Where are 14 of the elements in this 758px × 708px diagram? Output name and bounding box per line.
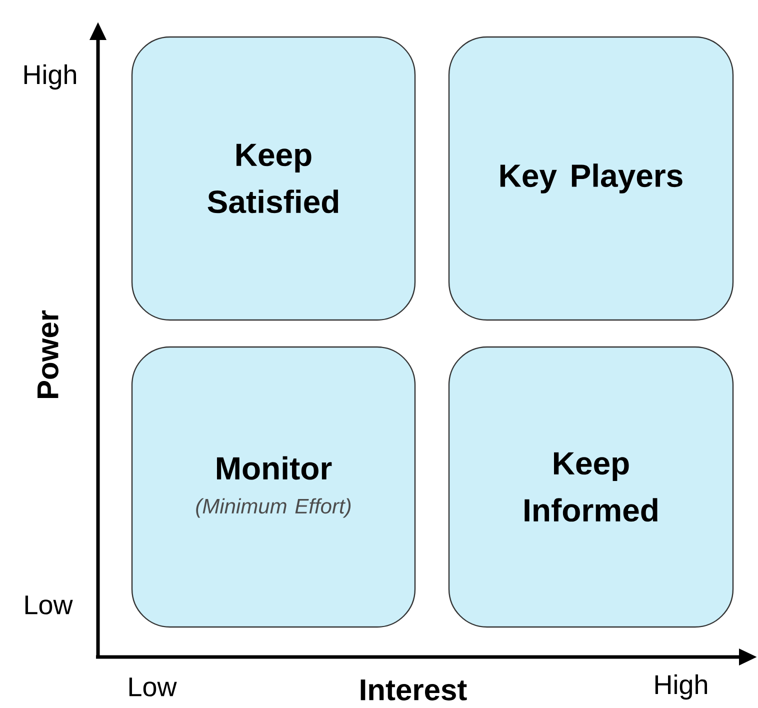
axis-tick-label: High [24, 64, 76, 90]
axis-title: Power [38, 310, 58, 398]
quadrant-box [448, 346, 734, 628]
quadrant-label: Key Players [500, 164, 682, 194]
axis-tick-label: Low [129, 678, 177, 696]
axis-tick-label: High [655, 674, 707, 700]
quadrant-box [448, 36, 734, 321]
quadrant-box [131, 36, 416, 321]
quadrant-box [131, 346, 416, 628]
quadrant-label: Keep Informed [524, 452, 658, 522]
axis-tick-label: Low [25, 596, 73, 614]
axis-title: Interest [360, 680, 467, 700]
quadrant-label: Keep Satisfied [208, 144, 338, 214]
quadrant-label: Monitor (Minimum Effort) [196, 456, 351, 518]
